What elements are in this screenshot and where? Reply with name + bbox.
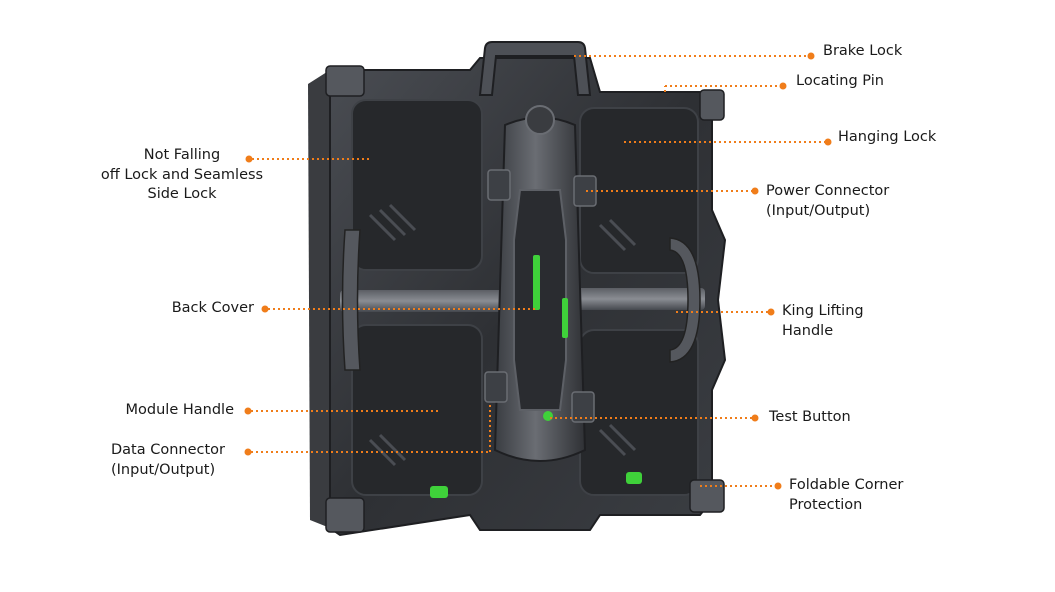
- label-king-lifting-handle: King Lifting Handle: [782, 302, 864, 341]
- label-module-handle-text: Module Handle: [125, 402, 234, 418]
- label-brake-lock: Brake Lock: [823, 42, 902, 62]
- leader-test-button: [550, 414, 759, 422]
- leader-back-cover: [261, 305, 538, 313]
- leader-king-lifting-handle: [676, 308, 775, 316]
- label-king-lifting-line2: Handle: [782, 322, 834, 339]
- label-foldable-corner-line1: Foldable Corner: [789, 477, 904, 493]
- label-hanging-lock: Hanging Lock: [838, 128, 936, 148]
- label-module-handle: Module Handle: [70, 401, 234, 421]
- label-not-falling-line3: Side Lock: [147, 186, 217, 202]
- label-power-connector-line1: Power Connector: [766, 183, 890, 199]
- label-foldable-corner-line2: Protection: [789, 496, 863, 513]
- cross-bars: [340, 288, 705, 312]
- label-locating-pin-text: Locating Pin: [796, 73, 884, 89]
- side-handles: [341, 229, 701, 371]
- label-brake-lock-text: Brake Lock: [823, 43, 903, 59]
- corner-brackets: [325, 65, 725, 533]
- label-not-falling-line1: Not Falling: [143, 147, 221, 163]
- label-back-cover-text: Back Cover: [171, 300, 254, 316]
- label-not-falling-lock: Not Falling off Lock and Seamless Side L…: [92, 146, 272, 205]
- label-king-lifting-line1: King Lifting: [782, 303, 864, 319]
- label-foldable-corner: Foldable Corner Protection: [789, 476, 903, 515]
- leader-not-falling: [245, 155, 370, 163]
- green-indicators: [430, 255, 642, 498]
- label-test-button: Test Button: [769, 408, 851, 428]
- leader-data-connector: [244, 402, 491, 456]
- label-not-falling-line2: off Lock and Seamless: [100, 166, 264, 183]
- label-hanging-lock-text: Hanging Lock: [838, 129, 937, 145]
- leader-power-connector: [586, 187, 759, 195]
- leader-locating-pin: [664, 82, 787, 92]
- leader-lines: [244, 52, 832, 490]
- leader-hanging-lock: [624, 138, 832, 146]
- label-test-button-text: Test Button: [769, 409, 851, 425]
- top-handle: [478, 41, 592, 96]
- label-data-connector-line1: Data Connector: [111, 442, 226, 458]
- leader-foldable-corner: [700, 482, 782, 490]
- label-data-connector: Data Connector (Input/Output): [111, 441, 225, 480]
- label-data-connector-line2: (Input/Output): [111, 461, 216, 478]
- leader-module-handle: [244, 407, 438, 415]
- label-locating-pin: Locating Pin: [796, 72, 884, 92]
- label-power-connector-line2: (Input/Output): [766, 202, 871, 219]
- label-power-connector: Power Connector (Input/Output): [766, 182, 889, 221]
- leader-brake-lock: [574, 52, 815, 60]
- label-back-cover: Back Cover: [120, 299, 254, 319]
- connectors: [484, 169, 597, 423]
- cabinet-side-edge: [308, 70, 330, 528]
